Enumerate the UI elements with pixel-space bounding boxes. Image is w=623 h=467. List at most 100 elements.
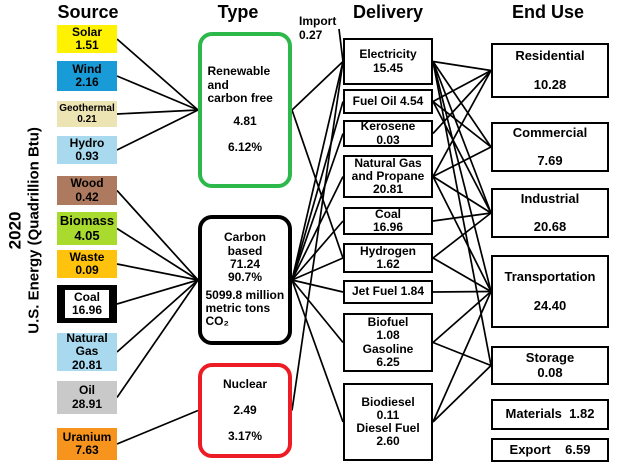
enduse-transportation-text: Transportation 24.40	[504, 269, 596, 313]
flow-line-ngpropane-to-commercial	[432, 146, 492, 178]
type-renewable-carbon-free-values: 4.81 6.12%	[227, 114, 263, 155]
enduse-industrial-text: Industrial 20.68	[520, 190, 580, 235]
source-solar-text: Solar 1.51	[71, 24, 102, 52]
flow-line-geothermal-to-renewable	[116, 109, 199, 115]
delivery-natural-gas-propane: Natural Gas and Propane 20.81	[343, 155, 433, 198]
enduse-export-text: Export 6.59	[509, 441, 591, 457]
enduse-residential-text: Residential 10.28	[515, 48, 585, 92]
flow-line-carbon-to-fueloil	[291, 101, 344, 281]
source-wind-text: Wind 2.16	[72, 61, 102, 89]
delivery-hydrogen: Hydrogen 1.62	[343, 243, 433, 273]
flow-line-hydrogen-to-transportation	[432, 257, 492, 293]
flow-line-electricity-to-residential	[432, 60, 492, 72]
flow-line-carbon-to-dcoal	[291, 220, 344, 281]
flow-line-oil-to-carbon	[116, 279, 199, 398]
type-renewable-carbon-free-text: Renewable and carbon free	[207, 64, 273, 105]
flow-line-renewable-to-electricity	[291, 60, 344, 111]
column-header-type: Type	[217, 2, 259, 22]
enduse-storage-text: Storage 0.08	[525, 350, 575, 380]
flow-line-uranium-to-nuclear	[116, 409, 199, 445]
flow-line-carbon-to-kerosene	[291, 133, 344, 281]
enduse-materials-text: Materials 1.82	[505, 406, 595, 422]
source-hydro: Hydro 0.93	[57, 136, 117, 164]
enduse-commercial: Commercial 7.69	[491, 122, 609, 172]
flow-line-jetfuel-to-transportation	[432, 290, 492, 293]
flow-line-nuclear-to-electricity	[291, 61, 344, 411]
flow-line-biomass-to-carbon	[116, 227, 199, 281]
delivery-natural-gas-propane-text: Natural Gas and Propane 20.81	[351, 155, 425, 197]
delivery-kerosene-text: Kerosene 0.03	[360, 119, 416, 147]
source-natural-gas-text: Natural Gas 20.81	[66, 331, 108, 372]
flow-line-carbon-to-ngpropane	[291, 176, 344, 281]
source-geothermal-text: Geothermal 0.21	[59, 103, 115, 125]
delivery-coal-text: Coal 16.96	[372, 206, 404, 234]
delivery-fuel-oil: Fuel Oil 4.54	[343, 89, 433, 114]
column-header-end-use: End Use	[511, 2, 585, 22]
enduse-storage: Storage 0.08	[491, 346, 609, 385]
delivery-electricity: Electricity 15.45	[343, 38, 433, 85]
flow-line-electricity-to-commercial	[432, 61, 492, 148]
type-renewable-carbon-free: Renewable and carbon free 4.81 6.12%	[198, 32, 292, 188]
source-hydro-text: Hydro 0.93	[69, 135, 105, 163]
flow-line-hydrogen-to-industrial	[432, 212, 492, 259]
flow-line-fueloil-to-industrial	[432, 101, 492, 214]
source-coal: Coal 16.96	[57, 285, 117, 323]
flow-line-carbon-to-biodiesel	[291, 279, 344, 423]
flow-line-carbon-to-electricity	[291, 61, 344, 281]
delivery-biodiesel-diesel: Biodiesel 0.11 Diesel Fuel 2.60	[343, 383, 433, 461]
flow-line-coal-to-carbon	[116, 279, 199, 305]
import-label: Import 0.27	[299, 14, 339, 44]
type-nuclear-text: Nuclear 2.49 3.17%	[222, 376, 268, 444]
flow-line-import-to-electricity	[338, 28, 344, 62]
enduse-commercial-text: Commercial 7.69	[512, 124, 588, 169]
units-label: U.S. Energy (Quadrillion Btu)	[25, 127, 43, 334]
flow-line-wind-to-renewable	[116, 75, 199, 111]
flow-line-dcoal-to-industrial	[432, 212, 492, 222]
source-wood-text: Wood 0.42	[70, 176, 104, 204]
column-header-delivery: Delivery	[352, 2, 424, 22]
source-uranium-text: Uranium 7.63	[62, 429, 112, 457]
flow-line-solar-to-renewable	[116, 38, 199, 111]
enduse-residential: Residential 10.28	[491, 43, 609, 98]
source-oil: Oil 28.91	[57, 381, 117, 414]
flow-line-carbon-to-hydrogen	[291, 257, 344, 281]
delivery-biofuel-gasoline-text: Biofuel 1.08 Gasoline 6.25	[362, 315, 414, 369]
flow-line-biodiesel-to-storage	[432, 364, 492, 423]
flow-line-fueloil-to-residential	[432, 69, 492, 103]
delivery-electricity-text: Electricity 15.45	[359, 47, 417, 75]
delivery-jet-fuel: Jet Fuel 1.84	[343, 280, 433, 304]
delivery-biodiesel-diesel-text: Biodiesel 0.11 Diesel Fuel 2.60	[356, 394, 420, 449]
source-waste: Waste 0.09	[57, 250, 117, 278]
flow-line-biodiesel-to-transportation	[432, 291, 492, 423]
delivery-coal: Coal 16.96	[343, 207, 433, 235]
source-oil-text: Oil 28.91	[71, 383, 103, 411]
flow-line-biofuel-to-storage	[432, 341, 492, 367]
type-carbon-based-note: 5099.8 million metric tons CO₂	[205, 288, 285, 329]
flow-line-electricity-to-industrial	[432, 61, 492, 214]
flow-line-wood-to-carbon	[116, 189, 199, 281]
flow-line-waste-to-carbon	[116, 263, 199, 281]
source-biomass: Biomass 4.05	[57, 212, 117, 245]
enduse-export: Export 6.59	[491, 438, 609, 462]
delivery-kerosene: Kerosene 0.03	[343, 120, 433, 147]
source-solar: Solar 1.51	[57, 25, 117, 53]
vertical-axis-label: 2020 U.S. Energy (Quadrillion Btu)	[6, 80, 43, 380]
delivery-hydrogen-text: Hydrogen 1.62	[359, 243, 416, 271]
type-carbon-based-text: Carbon based 71.24 90.7%	[224, 230, 266, 284]
source-wind: Wind 2.16	[57, 61, 117, 91]
enduse-transportation: Transportation 24.40	[491, 255, 609, 328]
flow-line-biofuel-to-transportation	[432, 290, 492, 344]
source-natural-gas: Natural Gas 20.81	[57, 331, 117, 372]
delivery-fuel-oil-text: Fuel Oil 4.54	[352, 93, 424, 108]
flow-line-renewable-to-hydrogen	[291, 109, 344, 259]
source-waste-text: Waste 0.09	[69, 249, 105, 277]
column-header-source: Source	[57, 2, 119, 22]
source-wood: Wood 0.42	[57, 176, 117, 205]
delivery-jet-fuel-text: Jet Fuel 1.84	[351, 284, 425, 299]
flow-line-ngpropane-to-industrial	[432, 175, 492, 214]
flow-line-carbon-to-biofuel	[291, 279, 344, 344]
flow-line-natgas-to-carbon	[116, 279, 199, 353]
flow-line-ngpropane-to-transportation	[432, 176, 492, 292]
